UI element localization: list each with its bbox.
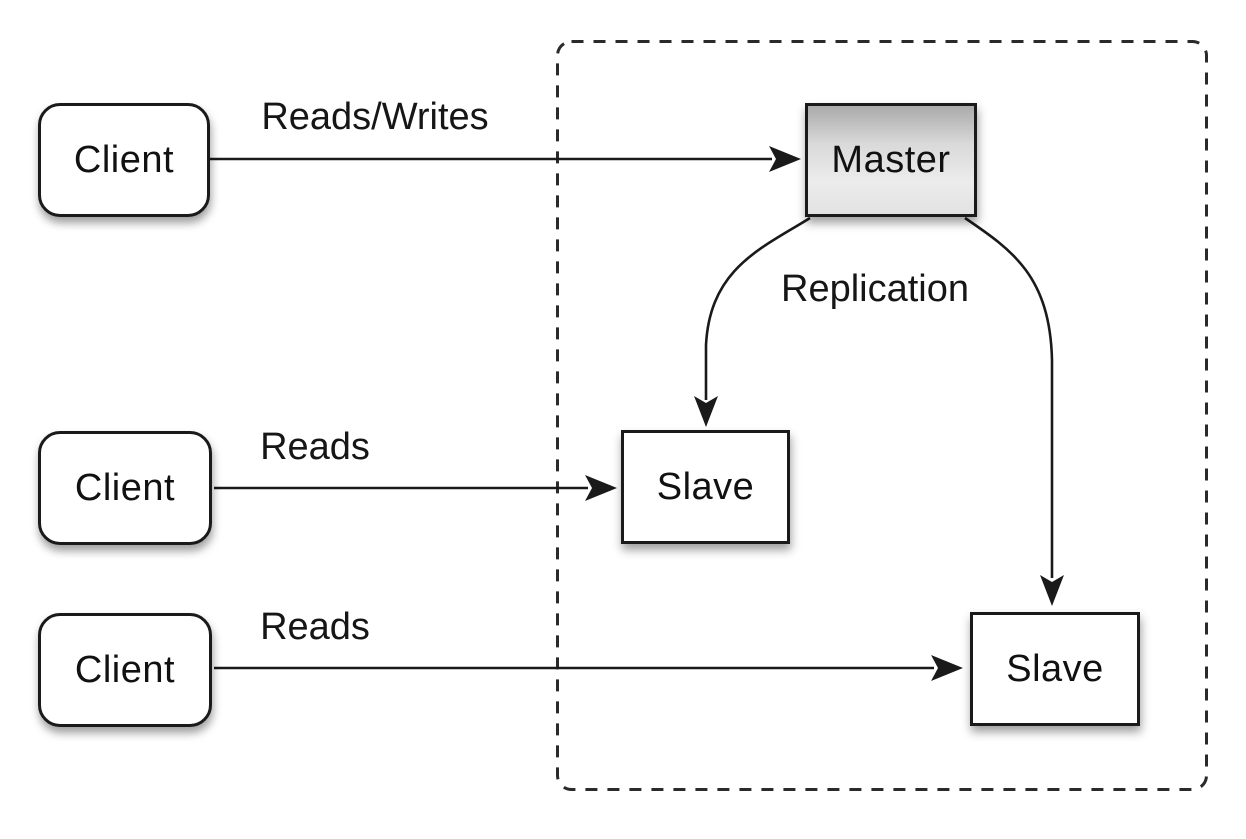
edge-master-slave1-arrowhead [694, 396, 718, 427]
node-client-2: Client [38, 431, 212, 545]
node-master: Master [805, 103, 977, 217]
edge-label-reads-bottom: Reads [260, 606, 370, 648]
edge-client3-slave2-arrowhead [931, 655, 963, 681]
replication-cluster-boundary [556, 40, 1208, 791]
edge-master-slave2-line [964, 216, 1054, 578]
edge-label-reads-writes: Reads/Writes [261, 96, 489, 138]
node-slave-2-label: Slave [1006, 647, 1104, 690]
node-client-3: Client [38, 613, 212, 727]
node-slave-1: Slave [621, 430, 790, 544]
node-client-1: Client [38, 103, 210, 217]
node-client-2-label: Client [74, 466, 176, 509]
node-client-1-label: Client [73, 138, 175, 181]
node-client-3-label: Client [74, 648, 176, 691]
node-slave-2: Slave [970, 612, 1140, 726]
edge-label-replication: Replication [781, 268, 969, 310]
node-master-label: Master [831, 138, 951, 181]
edge-client2-slave1-arrowhead [585, 475, 617, 501]
node-slave-1-label: Slave [656, 465, 755, 508]
edge-client1-master-arrowhead [769, 146, 801, 172]
edge-label-reads-middle: Reads [260, 426, 370, 468]
edge-master-slave1-line [704, 216, 811, 400]
edge-master-slave2-arrowhead [1040, 575, 1064, 606]
